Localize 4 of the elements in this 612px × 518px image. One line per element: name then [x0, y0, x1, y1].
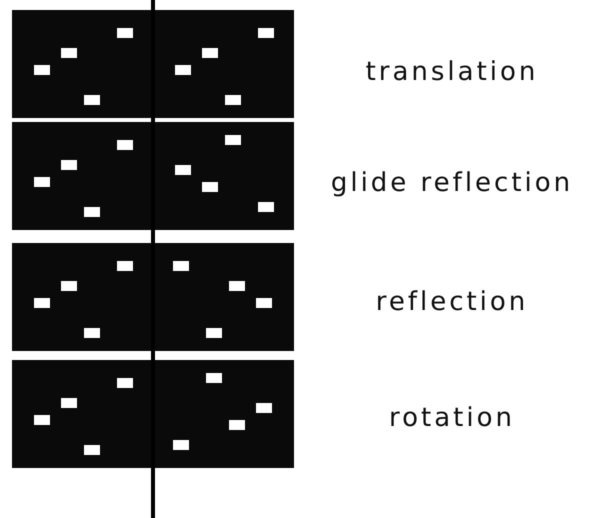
symmetry-label: translation	[366, 57, 538, 87]
symmetry-label: glide reflection	[330, 168, 574, 198]
symmetry-label: reflection	[376, 287, 528, 317]
symmetry-label: rotation	[389, 403, 515, 433]
